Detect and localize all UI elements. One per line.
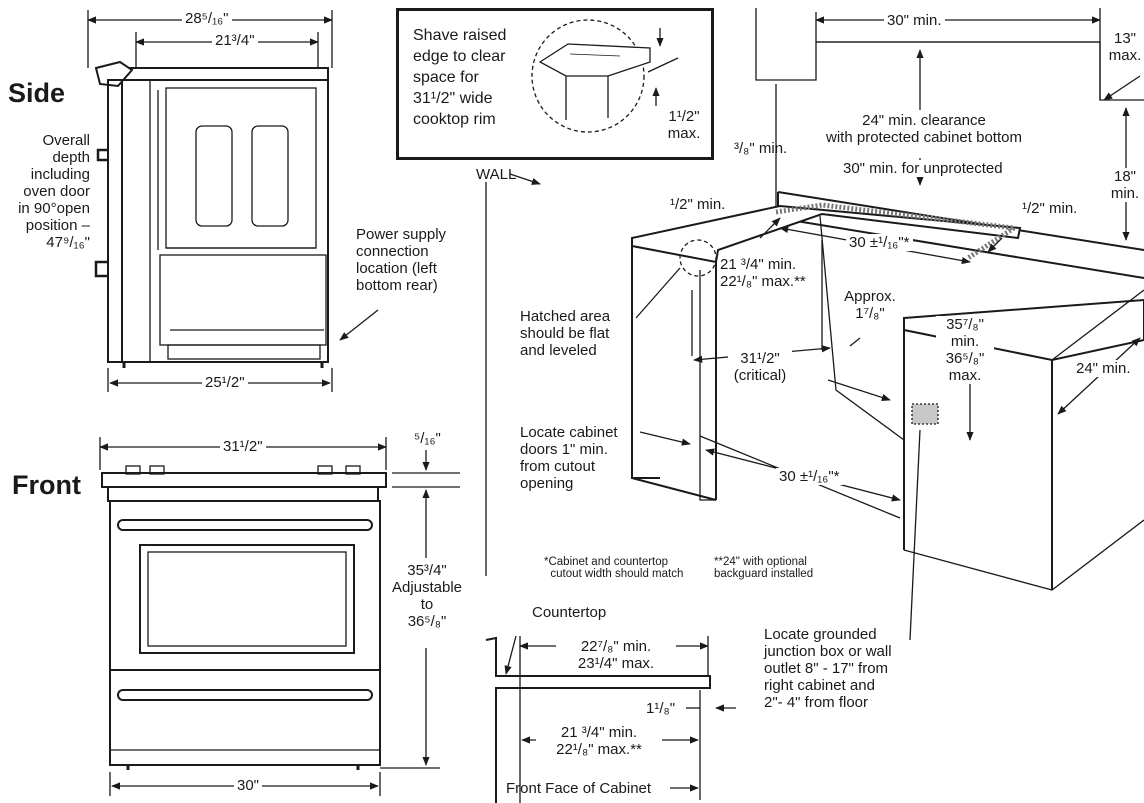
countertop-top-range-label: 22⁷/₈" min. 23¹/4" max.: [556, 638, 676, 672]
shave-edge-note: Shave raised edge to clear space for 31¹…: [413, 27, 507, 128]
cabinet-doors-note: Locate cabinet doors 1" min. from cutout…: [520, 424, 618, 492]
shave-edge-detail: [531, 19, 679, 133]
front-top-gap-label: ⁵/₁₆": [414, 430, 441, 447]
shave-edge-note-box: Shave raised edge to clear space for 31¹…: [396, 8, 714, 160]
bottom-cutout-width-label: 30 ±¹/₁₆"*: [776, 468, 843, 485]
front-height-note: 35³/4" Adjustable to 36⁵/₈": [384, 562, 470, 630]
power-supply-note: Power supply connection location (left b…: [356, 226, 447, 294]
front-top-width-label: 31¹/2": [220, 438, 266, 455]
depth-note: Overall depth including oven door in 90°…: [18, 132, 90, 251]
footnote-backguard: **24" with optional backguard installed: [714, 556, 814, 580]
footnote-cutout-width: *Cabinet and countertop cutout width sho…: [544, 556, 684, 580]
right-height-label: 18" min.: [1106, 168, 1144, 202]
overhang-label: 1¹/₈": [646, 700, 676, 717]
cabinet-installation-drawing: [485, 8, 1144, 641]
overall-width-label: 28⁵/₁₆": [182, 10, 232, 27]
front-view-drawing: [99, 437, 460, 796]
clearance-protected-label: 24" min. clearance with protected cabine…: [808, 112, 1040, 146]
cutout-depth-range-label: 21 ³/4" min. 22¹/₈" max.**: [720, 256, 806, 290]
counter-height-range-label: 35⁷/₈" min. 36⁵/₈" max.: [936, 316, 994, 384]
hatched-area-note: Hatched area should be flat and leveled: [520, 308, 611, 359]
side-depth-label: 24" min.: [1074, 360, 1133, 377]
critical-width-label: 31¹/2" (critical): [728, 350, 792, 384]
half-min-right-label: ¹/2" min.: [1022, 200, 1078, 217]
half-min-left-label: ¹/2" min.: [670, 196, 726, 213]
countertop-title: Countertop: [532, 604, 607, 621]
cutout-width-label: 30 ±¹/₁₆"*: [846, 234, 913, 251]
wall-label: WALL: [476, 166, 517, 183]
front-face-label: Front Face of Cabinet: [506, 780, 652, 797]
rim-max-label: 1¹/2" max.: [667, 108, 701, 142]
countertop-lower-range-label: 21 ³/4" min. 22¹/₈" max.**: [536, 724, 662, 758]
approx-depth-label: Approx. 1⁷/₈": [840, 288, 900, 322]
front-bottom-width-label: 30": [234, 777, 263, 794]
front-heading: Front: [12, 470, 81, 500]
inner-width-label: 21³/4": [212, 32, 258, 49]
junction-box-note: Locate grounded junction box or wall out…: [764, 626, 892, 711]
three-eighths-min-label: ³/₈" min.: [734, 140, 788, 157]
clearance-unprotected-label: 30" min. for unprotected: [840, 160, 1006, 177]
side-bottom-width-label: 25¹/2": [202, 374, 248, 391]
side-heading: Side: [8, 78, 66, 108]
upper-cabinet-width-label: 30" min.: [884, 12, 945, 29]
upper-cabinet-depth-label: 13" max.: [1108, 30, 1142, 64]
side-view-drawing: [87, 10, 379, 392]
